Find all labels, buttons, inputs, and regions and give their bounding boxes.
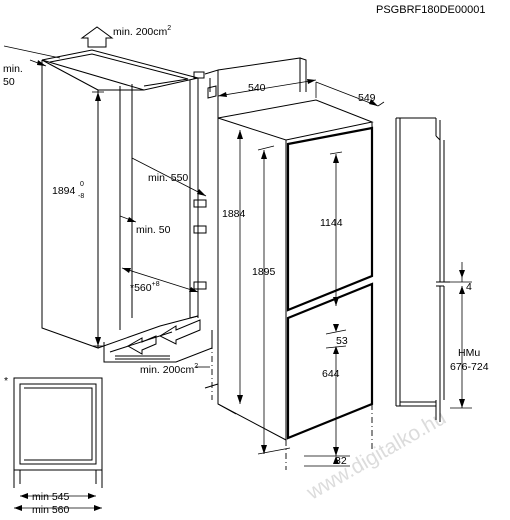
niche-height-tol-minus: -8 (78, 193, 84, 200)
hinge-icon (193, 199, 207, 208)
appliance-width-label: 540 (248, 82, 266, 94)
hmu-label: HMu (458, 347, 480, 359)
plan-min-545-label: min 545 (32, 491, 70, 503)
niche-height-tol-plus: 0 (80, 181, 84, 188)
side-offset-label: 4 (466, 281, 472, 293)
lower-door-height-label: 644 (322, 368, 340, 380)
airflow-arrow-icon (126, 335, 157, 355)
appliance-depth-label: 549 (358, 92, 376, 104)
hinge-icon (193, 225, 207, 234)
door-gap-label: 53 (336, 335, 348, 347)
plan-asterisk: * (4, 375, 8, 387)
min-50-label: min. 50 (136, 224, 171, 236)
bottom-offset-label: 32 (335, 455, 347, 467)
plan-view (13, 377, 103, 488)
depth-min-label: min. (3, 63, 23, 75)
hinge-icon (193, 71, 205, 79)
niche-width-label: *560+8 (130, 281, 160, 294)
upper-door-height-label: 1144 (320, 217, 343, 229)
hinge-icon (193, 281, 207, 290)
vent-bottom-label: min. 200cm2 (140, 363, 198, 376)
appliance-total-height-label: 1895 (252, 266, 276, 278)
plan-min-560-label: min 560 (32, 504, 70, 516)
fridge-appliance (217, 99, 374, 441)
niche-height-label: 1894 (52, 185, 76, 197)
airflow-arrow-icon (158, 319, 201, 345)
side-view-door (395, 117, 450, 422)
vent-top-label: min. 200cm2 (113, 25, 171, 38)
appliance-body-height-label: 1884 (222, 208, 246, 220)
niche-cabinet (41, 49, 307, 389)
hmu-range-label: 676-724 (450, 361, 489, 373)
depth-min-value: 50 (3, 76, 15, 88)
image-code: PSGBRF180DE00001 (376, 4, 485, 16)
min-550-label: min. 550 (148, 172, 188, 184)
watermark-text: www.digitalko.hu (302, 406, 450, 505)
airflow-arrow-icon (80, 26, 114, 48)
